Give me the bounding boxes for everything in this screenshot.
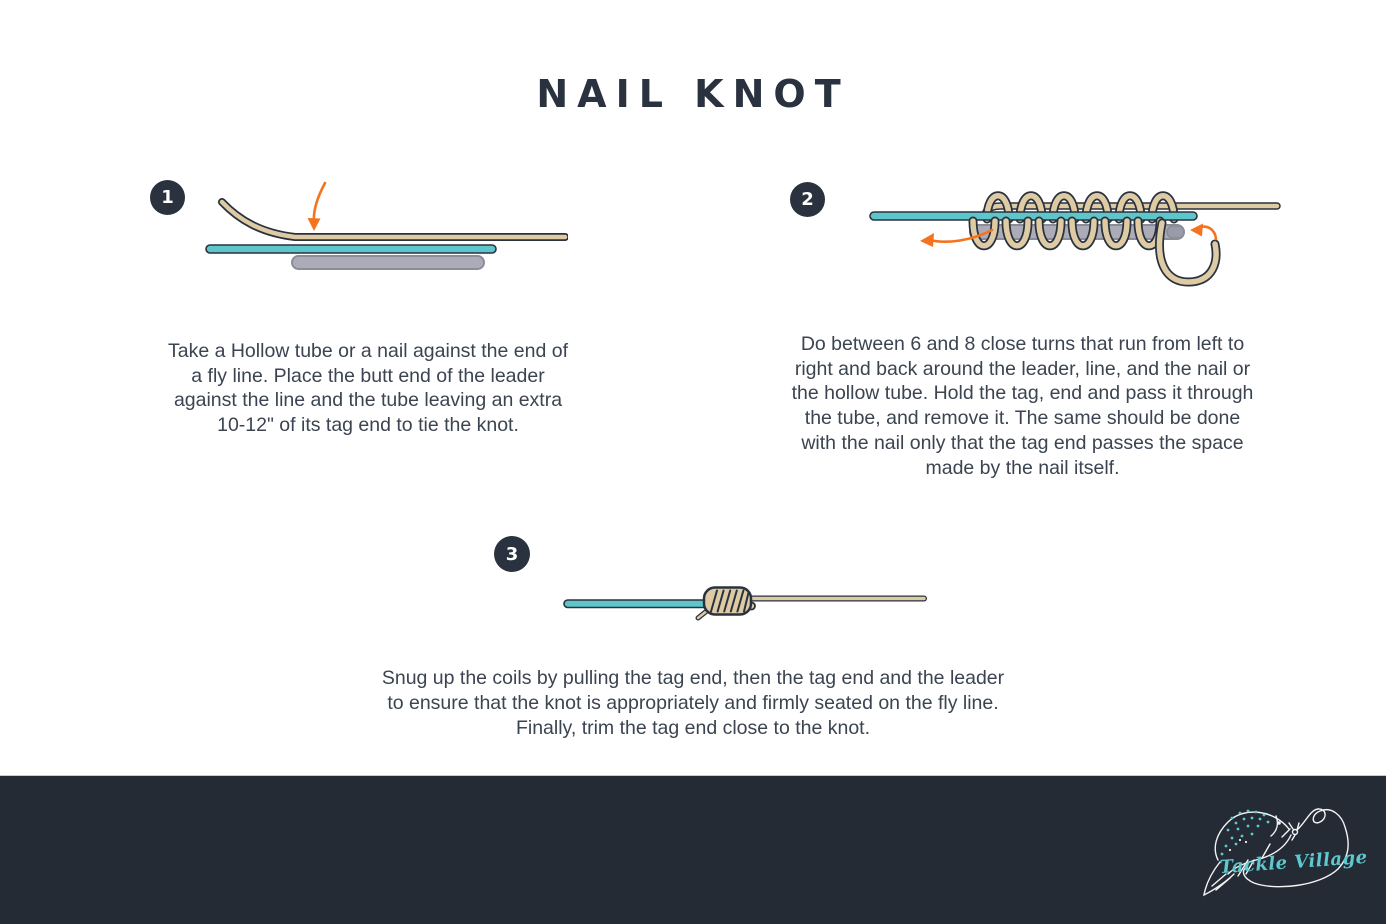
caption-line: the hollow tube. Hold the tag, end and p… <box>791 382 1254 405</box>
fly-line <box>869 211 1198 221</box>
step-3-number: 3 <box>505 543 519 565</box>
step-1-number: 1 <box>161 187 174 208</box>
arrow-left-through-tube-icon <box>1190 223 1218 241</box>
arrow-pull-left-icon <box>920 228 994 247</box>
step-2-badge: 2 <box>790 182 825 217</box>
caption-line: 10-12" of its tag end to tie the knot. <box>217 413 519 436</box>
brand-name: Tackle Village <box>1219 847 1368 878</box>
step-3-caption: Snug up the coils by pulling the tag end… <box>333 666 1053 742</box>
fly-and-line-icon <box>1242 808 1349 888</box>
caption-line: Snug up the coils by pulling the tag end… <box>381 667 1005 689</box>
caption-line: against the line and the tube leaving an… <box>173 389 563 412</box>
step-1-illustration-tube-against-fly-line <box>205 181 568 270</box>
fly-line <box>205 244 497 254</box>
caption-line: Finally, trim the tag end close to the k… <box>515 717 871 740</box>
step-2-number: 2 <box>801 189 814 210</box>
caption-line: Do between 6 and 8 close turns that run … <box>800 333 1245 355</box>
caption-line: the tube, and remove it. The same should… <box>804 407 1241 430</box>
tag-end-loop <box>1155 218 1221 287</box>
step-1-badge: 1 <box>150 180 185 215</box>
step-1-caption: Take a Hollow tube or a nail against the… <box>118 339 618 437</box>
fish-icon <box>1203 809 1292 897</box>
caption-line: right and back around the leader, line, … <box>794 357 1251 380</box>
caption-line: a fly line. Place the butt end of the le… <box>191 364 545 387</box>
hollow-tube <box>291 255 485 270</box>
step-3-badge: 3 <box>494 536 530 572</box>
caption-line: to ensure that the knot is appropriately… <box>387 692 999 715</box>
page-title: NAIL KNOT <box>536 72 850 116</box>
arrow-down-icon <box>307 181 327 231</box>
step-3-illustration-finished-knot <box>563 586 927 621</box>
step-2-illustration-wrapping-turns <box>869 191 1281 287</box>
fly-line <box>563 599 713 609</box>
hollow-tube-end-cap <box>1166 225 1185 239</box>
caption-line: Take a Hollow tube or a nail against the… <box>167 340 568 362</box>
wrap-coils-top <box>982 191 1179 224</box>
wrap-coils-bottom <box>968 216 1165 251</box>
caption-line: made by the nail itself. <box>925 456 1120 479</box>
leader-line <box>218 198 568 241</box>
step-2-caption: Do between 6 and 8 close turns that run … <box>755 332 1290 480</box>
tackle-village-logo: Tackle Village <box>1203 808 1368 897</box>
caption-line: with the nail only that the tag end pass… <box>801 431 1244 454</box>
footer: Tackle Village <box>0 775 1386 924</box>
knot-coils <box>702 586 753 616</box>
